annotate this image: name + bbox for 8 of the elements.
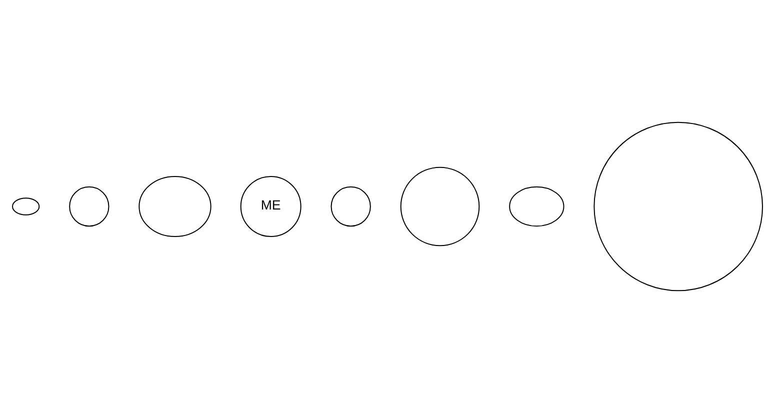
node-ellipse <box>12 197 40 215</box>
node-ellipse <box>509 186 564 226</box>
node-ellipse <box>138 176 212 236</box>
node-circle <box>400 166 480 246</box>
node-circle <box>594 121 763 291</box>
node-circle <box>69 186 110 226</box>
node-circle <box>330 186 371 226</box>
node-circle: ME <box>240 176 302 236</box>
